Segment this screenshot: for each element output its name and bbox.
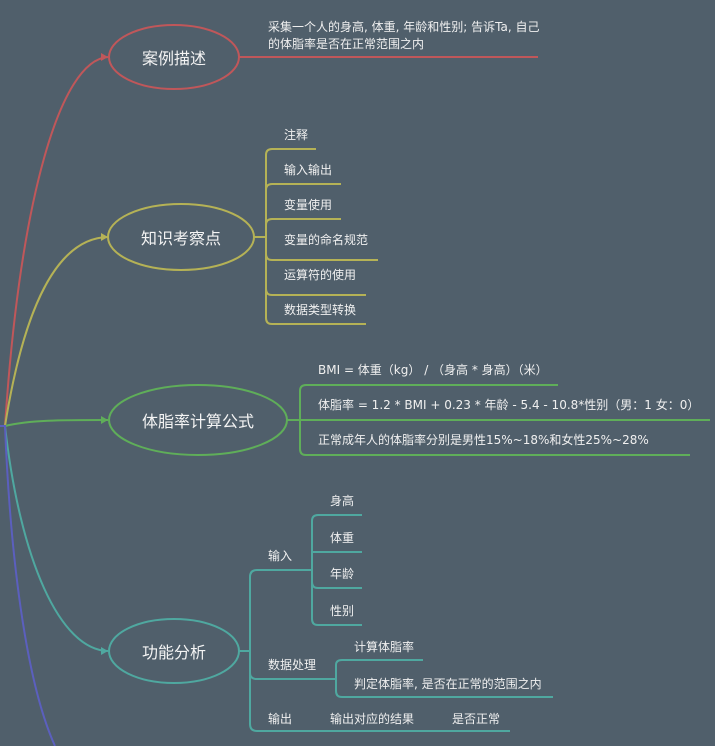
node-label: 功能分析 [141, 643, 206, 662]
formula-normal-range[interactable]: 正常成年人的体脂率分别是男性15%~18%和女性25%~28% [318, 433, 649, 447]
output-result[interactable]: 输出对应的结果 [330, 712, 415, 726]
knowledge-item-naming[interactable]: 变量的命名规范 [284, 233, 369, 247]
knowledge-item-comments[interactable]: 注释 [284, 128, 309, 142]
knowledge-item-variables[interactable]: 变量使用 [284, 198, 333, 212]
function-input[interactable]: 输入 [268, 549, 293, 563]
node-knowledge-points[interactable]: 知识考察点 [108, 204, 254, 270]
input-weight[interactable]: 体重 [330, 531, 355, 545]
node-body-fat-formula[interactable]: 体脂率计算公式 [109, 385, 287, 455]
knowledge-item-io[interactable]: 输入输出 [284, 163, 333, 177]
output-is-normal[interactable]: 是否正常 [452, 712, 501, 726]
input-gender[interactable]: 性别 [330, 604, 355, 618]
node-function-analysis[interactable]: 功能分析 [109, 619, 239, 683]
input-age[interactable]: 年龄 [330, 567, 355, 581]
node-label: 案例描述 [141, 49, 206, 68]
node-label: 知识考察点 [140, 229, 221, 248]
function-output[interactable]: 输出 [268, 712, 293, 726]
formula-body-fat[interactable]: 体脂率 = 1.2 * BMI + 0.23 * 年龄 - 5.4 - 10.8… [318, 398, 700, 412]
node-label: 体脂率计算公式 [141, 412, 254, 431]
node-case-description[interactable]: 案例描述 [109, 25, 239, 89]
processing-calc-body-fat[interactable]: 计算体脂率 [354, 640, 415, 654]
case-description-text[interactable]: 采集一个人的身高, 体重, 年龄和性别; 告诉Ta, 自己的体脂率是否在正常范围… [268, 20, 540, 51]
knowledge-item-operators[interactable]: 运算符的使用 [284, 268, 357, 282]
formula-bmi[interactable]: BMI = 体重（kg） / （身高 * 身高）（米） [318, 363, 548, 377]
processing-judge-range[interactable]: 判定体脂率, 是否在正常的范围之内 [354, 677, 542, 691]
function-data-processing[interactable]: 数据处理 [268, 658, 317, 672]
input-height[interactable]: 身高 [330, 494, 355, 508]
knowledge-item-type-conversion[interactable]: 数据类型转换 [284, 303, 357, 317]
